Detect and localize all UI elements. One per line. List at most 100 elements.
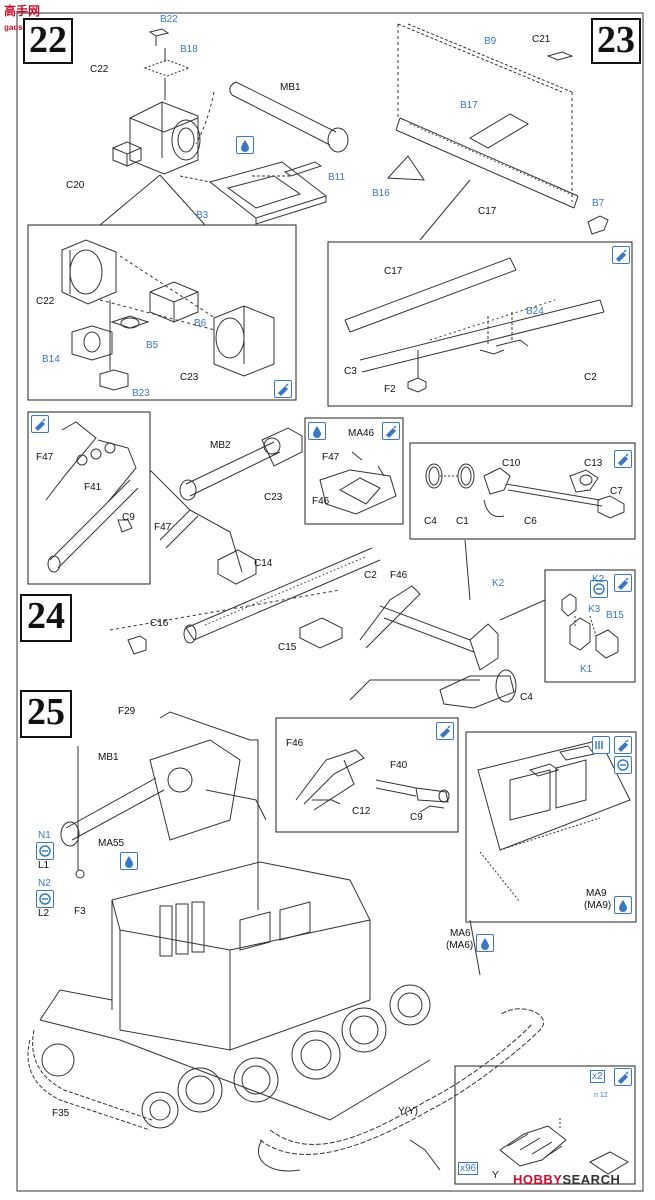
inset24-label-c4: C4 bbox=[424, 516, 437, 527]
label-f3: F3 bbox=[74, 906, 86, 917]
arminset-label-f46: F46 bbox=[286, 738, 304, 749]
glue-brush-icon bbox=[274, 380, 292, 398]
inset24-label-c13: C13 bbox=[584, 458, 603, 469]
label-b22: B22 bbox=[160, 14, 178, 25]
glue-brush-icon-24a bbox=[31, 415, 49, 433]
label-mb1: MB1 bbox=[280, 82, 301, 93]
step-number-24: 24 bbox=[20, 594, 72, 642]
trackinset-label-n: n 12 bbox=[594, 1092, 608, 1099]
glue-brush-icon-24d bbox=[614, 574, 632, 592]
flip-icon-25 bbox=[614, 756, 632, 774]
label-b18: B18 bbox=[180, 44, 198, 55]
label-c15: C15 bbox=[278, 642, 297, 653]
step25-track-inset-art bbox=[499, 1118, 629, 1175]
inset22-label-b14: B14 bbox=[42, 354, 60, 365]
arminset-label-c9: C9 bbox=[410, 812, 423, 823]
label-f29: F29 bbox=[118, 706, 136, 717]
label-f47-24: F47 bbox=[154, 522, 172, 533]
label-yy: Y(Y) bbox=[398, 1106, 418, 1117]
inset24-label-c6: C6 bbox=[524, 516, 537, 527]
inset24-label-c1: C1 bbox=[456, 516, 469, 527]
label-l1: L1 bbox=[38, 860, 50, 871]
inset24-label-f46-mid: F46 bbox=[312, 496, 330, 507]
label-c20: C20 bbox=[66, 180, 85, 191]
paint-icon-25 bbox=[592, 736, 610, 754]
label-c2-24: C2 bbox=[364, 570, 377, 581]
label-l2: L2 bbox=[38, 908, 50, 919]
kinset-label-k3: K3 bbox=[588, 604, 601, 615]
label-f35: F35 bbox=[52, 1108, 70, 1119]
inset24-label-f41: F41 bbox=[84, 482, 102, 493]
cement-drop-icon-25c bbox=[476, 934, 494, 952]
kinset-label-k2: K2 bbox=[592, 574, 605, 585]
label-n1: N1 bbox=[38, 830, 51, 841]
step24-k-inset-art bbox=[561, 593, 619, 659]
inset24-label-c7: C7 bbox=[610, 486, 623, 497]
label-mb2: MB2 bbox=[210, 440, 231, 451]
label-ma6: MA6 bbox=[450, 928, 471, 939]
trackinset-label-y: Y bbox=[492, 1170, 499, 1181]
label-c17: C17 bbox=[478, 206, 497, 217]
site-logo-name: 高手网 bbox=[4, 4, 41, 18]
trackinset-label-x96: x96 bbox=[458, 1162, 479, 1175]
label-f46-24: F46 bbox=[390, 570, 408, 581]
inset24-label-f47-mid: F47 bbox=[322, 452, 340, 463]
glue-brush-icon-24c bbox=[614, 450, 632, 468]
step25-hull-inset-art bbox=[477, 739, 631, 903]
label-ma6-paren: (MA6) bbox=[446, 940, 474, 951]
step24-mid-inset-art bbox=[319, 451, 397, 515]
label-ma9: MA9 bbox=[586, 888, 607, 899]
step24-left-inset-art bbox=[45, 421, 139, 573]
label-b7: B7 bbox=[592, 198, 605, 209]
arminset-label-f40: F40 bbox=[390, 760, 408, 771]
label-b17: B17 bbox=[460, 100, 478, 111]
flip-icon-24 bbox=[590, 580, 608, 598]
label-ma9-paren: (MA9) bbox=[584, 900, 612, 911]
cement-drop-icon-24 bbox=[308, 422, 326, 440]
inset23-label-f2: F2 bbox=[384, 384, 396, 395]
inset24-label-f47: F47 bbox=[36, 452, 54, 463]
step24-right-inset-art bbox=[425, 463, 625, 519]
label-b9: B9 bbox=[484, 36, 497, 47]
kinset-label-b15: B15 bbox=[606, 610, 624, 621]
arminset-label-c12: C12 bbox=[352, 806, 371, 817]
step23-inset-art bbox=[344, 257, 605, 393]
watermark-rest: SEARCH bbox=[562, 1172, 621, 1187]
label-b3: B3 bbox=[196, 210, 209, 221]
step-number-23: 23 bbox=[591, 18, 641, 64]
glue-brush-icon-25a bbox=[436, 722, 454, 740]
watermark: HOBBYSEARCH bbox=[513, 1172, 620, 1187]
step24-main-art bbox=[109, 427, 546, 709]
inset24-label-c9: C9 bbox=[122, 512, 135, 523]
label-c4-24: C4 bbox=[520, 692, 533, 703]
inset22-label-c23: C23 bbox=[180, 372, 199, 383]
step23-art bbox=[386, 23, 609, 241]
inset23-label-b24: B24 bbox=[526, 306, 544, 317]
step22-art bbox=[99, 28, 349, 226]
inset22-label-b6: B6 bbox=[194, 318, 207, 329]
step-number-22: 22 bbox=[23, 18, 73, 64]
inset22-label-b23: B23 bbox=[132, 388, 150, 399]
glue-brush-icon-25b bbox=[614, 736, 632, 754]
label-c22: C22 bbox=[90, 64, 109, 75]
label-c16: C16 bbox=[150, 618, 169, 629]
label-ma55: MA55 bbox=[98, 838, 125, 849]
label-n2: N2 bbox=[38, 878, 51, 889]
inset22-label-c22: C22 bbox=[36, 296, 55, 307]
trackinset-label-x2: x2 bbox=[590, 1070, 605, 1083]
kinset-label-k1: K1 bbox=[580, 664, 593, 675]
inset24-label-ma46: MA46 bbox=[348, 428, 375, 439]
label-c14: C14 bbox=[254, 558, 273, 569]
inset23-label-c2: C2 bbox=[584, 372, 597, 383]
cement-drop-icon-25a bbox=[120, 852, 138, 870]
glue-brush-icon-24b bbox=[382, 422, 400, 440]
step-number-25: 25 bbox=[20, 690, 72, 738]
label-b11: B11 bbox=[328, 172, 346, 183]
inset23-label-c3: C3 bbox=[344, 366, 357, 377]
cement-drop-icon-25b bbox=[614, 896, 632, 914]
watermark-brand: HOBBY bbox=[513, 1172, 563, 1187]
inset23-label-c17: C17 bbox=[384, 266, 403, 277]
label-c23-24: C23 bbox=[264, 492, 283, 503]
glue-brush-icon-25c bbox=[614, 1068, 632, 1086]
